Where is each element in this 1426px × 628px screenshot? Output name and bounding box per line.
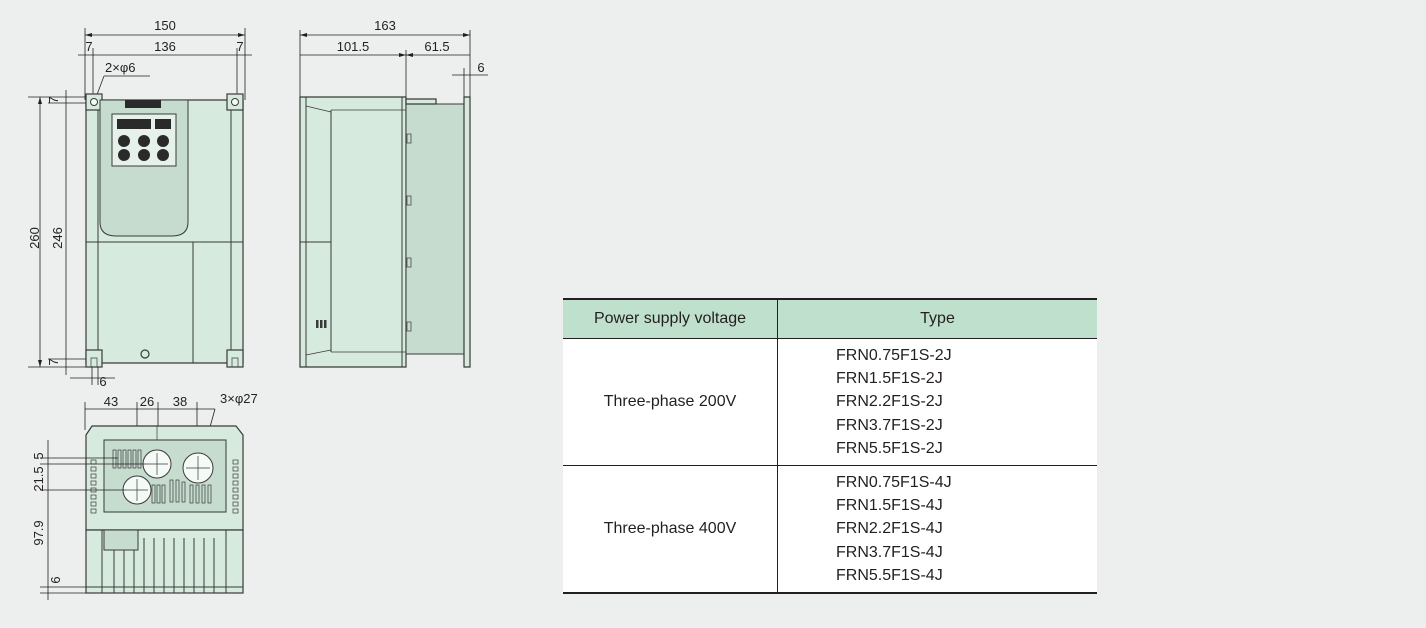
dim-side-depth: 163 bbox=[374, 18, 396, 33]
type-item: FRN5.5F1S-2J bbox=[836, 439, 943, 457]
type-item: FRN3.7F1S-2J bbox=[836, 416, 943, 434]
type-item: FRN5.5F1S-4J bbox=[836, 566, 943, 584]
dim-front-inner-height: 246 bbox=[50, 227, 65, 249]
voltage-cell: Three-phase 400V bbox=[563, 465, 778, 594]
dim-front-height: 260 bbox=[27, 227, 42, 249]
type-item: FRN3.7F1S-4J bbox=[836, 543, 943, 561]
dim-bottom-offset-3: 38 bbox=[173, 394, 187, 409]
dim-bottom-offset-1: 43 bbox=[104, 394, 118, 409]
type-item: FRN2.2F1S-2J bbox=[836, 393, 943, 411]
table-row: Three-phase 400V FRN0.75F1S-4J FRN1.5F1S… bbox=[563, 465, 1097, 594]
table-row: Three-phase 200V FRN0.75F1S-2J FRN1.5F1S… bbox=[563, 338, 1097, 466]
header-voltage: Power supply voltage bbox=[563, 298, 778, 339]
type-item: FRN0.75F1S-4J bbox=[836, 473, 952, 491]
side-view: 163 101.5 61.5 6 bbox=[299, 18, 488, 368]
voltage-cell: Three-phase 200V bbox=[563, 338, 778, 466]
front-view: 150 7 136 7 2×φ6 260 246 7 7 bbox=[27, 18, 252, 389]
dim-bottom-v1: 5 bbox=[31, 452, 46, 459]
type-item: FRN1.5F1S-2J bbox=[836, 370, 943, 388]
dim-bottom-v2: 21.5 bbox=[31, 466, 46, 491]
type-item: FRN1.5F1S-4J bbox=[836, 497, 943, 515]
table-header-row: Power supply voltage Type bbox=[563, 298, 1097, 339]
types-cell: FRN0.75F1S-2J FRN1.5F1S-2J FRN2.2F1S-2J … bbox=[777, 338, 1097, 466]
dim-bottom-knockouts: 3×φ27 bbox=[220, 391, 258, 406]
dim-front-margin-right: 7 bbox=[236, 39, 243, 54]
dim-front-margin-bottom: 7 bbox=[46, 358, 61, 365]
type-item: FRN0.75F1S-2J bbox=[836, 346, 952, 364]
dim-bottom-v3: 97.9 bbox=[31, 520, 46, 545]
dim-front-width: 150 bbox=[154, 18, 176, 33]
dim-side-front-depth: 101.5 bbox=[337, 39, 370, 54]
dim-side-flange: 6 bbox=[477, 60, 484, 75]
dim-side-rear-depth: 61.5 bbox=[424, 39, 449, 54]
dim-front-inner-width: 136 bbox=[154, 39, 176, 54]
spec-table: Power supply voltage Type Three-phase 20… bbox=[563, 298, 1097, 594]
dim-front-margin-top: 7 bbox=[46, 96, 61, 103]
dim-bottom-v4: 6 bbox=[48, 576, 63, 583]
bottom-view: 43 26 38 3×φ27 bbox=[31, 391, 258, 600]
dim-front-bottom-slot: 6 bbox=[99, 374, 106, 389]
type-item: FRN2.2F1S-4J bbox=[836, 520, 943, 538]
header-type: Type bbox=[777, 298, 1097, 339]
dim-front-holes: 2×φ6 bbox=[105, 60, 135, 75]
dim-front-margin-left: 7 bbox=[85, 39, 92, 54]
types-cell: FRN0.75F1S-4J FRN1.5F1S-4J FRN2.2F1S-4J … bbox=[777, 465, 1097, 594]
dim-bottom-offset-2: 26 bbox=[140, 394, 154, 409]
